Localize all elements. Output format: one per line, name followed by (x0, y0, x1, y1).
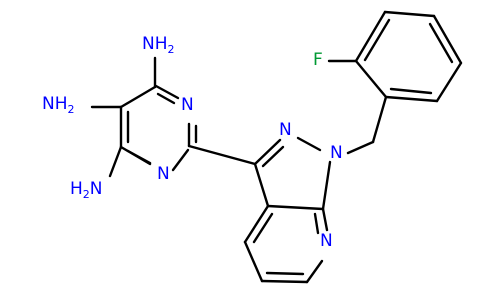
atom-n-pyrimidine-3: N (181, 95, 194, 115)
bond-c4-c5 (119, 85, 157, 109)
pyrazole-ring (253, 136, 332, 211)
atom-n-pyrimidine-1: N (157, 164, 170, 184)
bond-c2-c3pz (187, 144, 257, 166)
bond-c6-nh2 (108, 145, 123, 178)
bond-n7-c7a-inner (313, 212, 320, 235)
bond-c3a-c3 (253, 162, 270, 208)
atom-n-pyrazole-2: N (279, 120, 292, 140)
bond-c3a-c4 (243, 204, 270, 244)
bond-n1-c2 (171, 148, 190, 172)
bond-c5-c6-inner (265, 271, 305, 276)
pyridine-ring (243, 204, 329, 284)
bond-n3-c4 (154, 84, 180, 100)
atom-fluorine: F (313, 50, 323, 70)
bond-ar1-ar2 (354, 59, 388, 99)
bond-ar2-ar3 (354, 10, 387, 63)
bond-n1-c6-inner (126, 149, 152, 165)
bond-ch2-ar (371, 95, 388, 144)
atom-n-pyrazole-1: N (330, 143, 343, 163)
bond-c6-n7 (305, 259, 324, 284)
bond-c5-c6 (260, 279, 309, 284)
bond-n7-c7a (321, 207, 329, 232)
atom-n-pyridine: N (320, 231, 333, 251)
atom-h2n-low: H2N (70, 179, 103, 201)
bond-ar5-ar6 (435, 61, 463, 103)
bond-ar6-ar1 (384, 95, 439, 103)
bond-c7a-c3a (266, 204, 325, 211)
bond-c3-n2 (253, 138, 282, 166)
bond-c3-n2-inner (261, 145, 285, 168)
bond-n2-n1 (296, 136, 322, 152)
bond-ar3-ar4 (383, 10, 436, 18)
bond-c3a-c4-inner (252, 212, 274, 244)
bond-n1-c7a (321, 160, 332, 211)
bond-ar6-ar1-inner (389, 87, 433, 95)
bond-ar4-ar5-inner (428, 22, 454, 64)
bond-n1-ch2 (346, 140, 375, 155)
atom-nh2-top: NH2 (142, 34, 175, 56)
fluorophenyl-ring (354, 10, 463, 103)
bond-c4-n3-inner (156, 92, 176, 105)
pyrimidine-ring (119, 84, 198, 172)
atom-nh2-mid: NH2 (42, 94, 75, 116)
bond-ar4-ar5 (432, 14, 463, 65)
bond-c4-c5 (243, 240, 264, 283)
bond-ar2-ar3-inner (363, 18, 391, 62)
